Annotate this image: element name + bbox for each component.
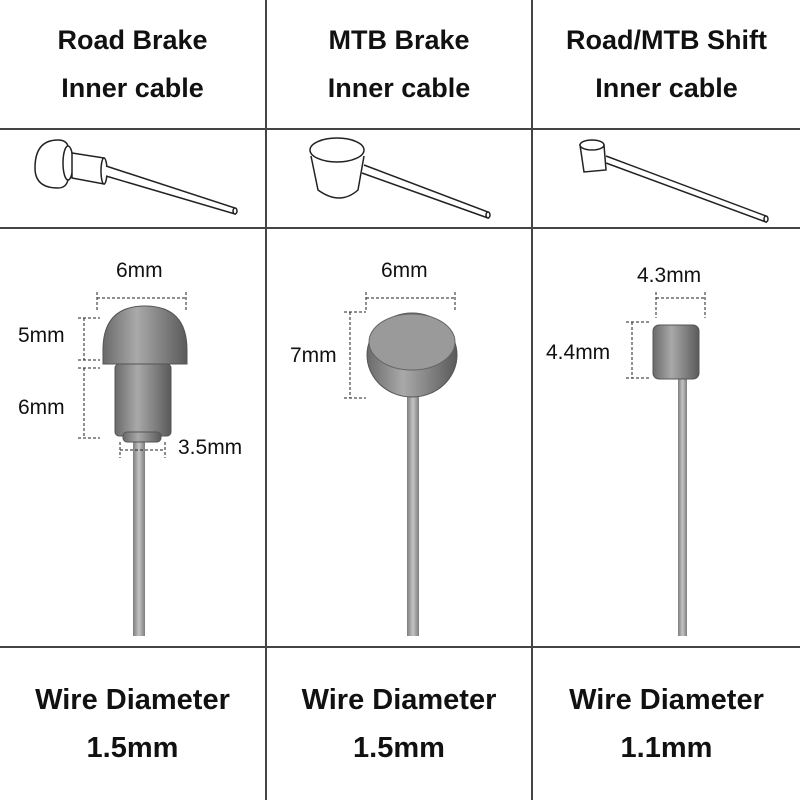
column-divider (531, 0, 533, 800)
header-shift: Road/MTB Shift Inner cable (533, 0, 800, 128)
mtb-brake-cable-photo (366, 312, 458, 636)
header-subtitle: Inner cable (327, 73, 471, 103)
mtb-brake-cable-sketch (309, 137, 491, 220)
dimension-lines (78, 292, 706, 458)
header-road-brake: Road Brake Inner cable (0, 0, 265, 128)
road-head-height-label: 5mm (18, 324, 65, 347)
road-barrel-height-label: 6mm (18, 396, 65, 419)
row-divider (0, 646, 800, 648)
footer-shift: Wire Diameter 1.1mm (533, 648, 800, 800)
column-divider (265, 0, 267, 800)
road-head-width-label: 6mm (116, 259, 163, 282)
header-title: Road Brake (57, 25, 208, 55)
wire-diameter-label: Wire Diameter (35, 684, 230, 716)
wire-diameter-value: 1.5mm (353, 732, 445, 764)
shift-cable-sketch (579, 139, 769, 224)
road-barrel-width-label: 3.5mm (178, 436, 243, 459)
header-title: Road/MTB Shift (566, 25, 767, 55)
footer-road-brake: Wire Diameter 1.5mm (0, 648, 265, 800)
wire-diameter-value: 1.5mm (86, 732, 179, 764)
mtb-head-height-label: 7mm (290, 344, 337, 367)
row-divider (0, 227, 800, 229)
header-mtb-brake: MTB Brake Inner cable (267, 0, 531, 128)
wire-diameter-value: 1.1mm (620, 732, 713, 764)
header-subtitle: Inner cable (595, 73, 738, 103)
shift-cable-photo (652, 324, 700, 636)
mtb-head-width-label: 6mm (381, 259, 428, 282)
shift-head-width-label: 4.3mm (637, 264, 702, 287)
road-brake-cable-sketch (34, 139, 238, 216)
footer-mtb-brake: Wire Diameter 1.5mm (267, 648, 531, 800)
shift-head-height-label: 4.4mm (546, 341, 611, 364)
header-title: MTB Brake (328, 25, 470, 55)
header-subtitle: Inner cable (61, 73, 204, 103)
road-brake-cable-photo (102, 305, 188, 636)
wire-diameter-label: Wire Diameter (301, 684, 497, 716)
row-divider (0, 128, 800, 130)
wire-diameter-label: Wire Diameter (569, 684, 764, 716)
